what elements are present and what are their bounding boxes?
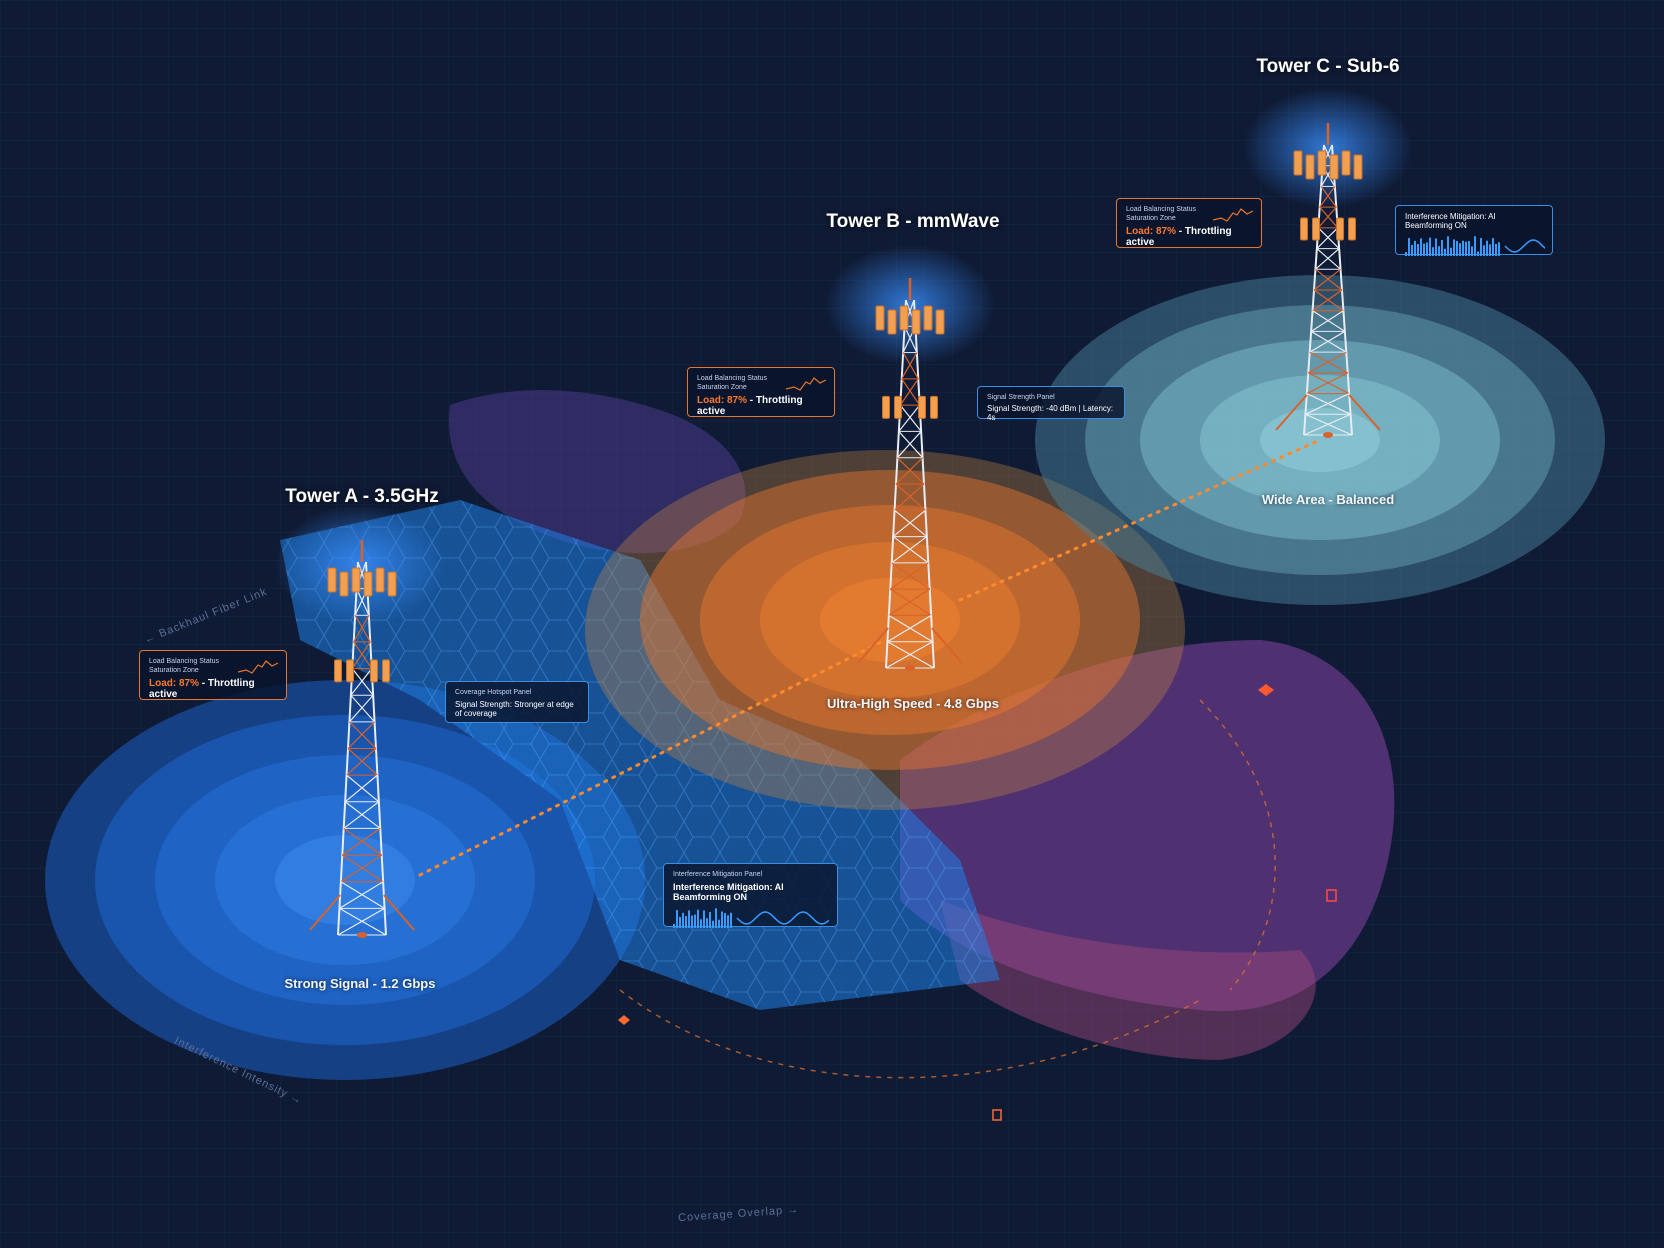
tower-a-coverage-zone [45, 680, 645, 1080]
load-status: - Throttling active [149, 678, 255, 700]
tower-b-load-panel: Load Balancing Status Saturation Zone Lo… [687, 367, 835, 417]
marker-icon [992, 1109, 1002, 1121]
interference-status-text: Interference Mitigation: AI Beamforming … [673, 882, 784, 902]
tower-a-load-panel: Load Balancing Status Saturation Zone Lo… [139, 650, 287, 700]
load-sparkline-icon [1213, 208, 1253, 222]
purple-region-north [448, 390, 746, 554]
load-status-text: Load: 87% - Throttling active [1126, 226, 1252, 248]
tower-b-zone-label: Ultra-High Speed - 4.8 Gbps [827, 696, 999, 711]
signal-strength-text: Signal Strength: Stronger at edge of cov… [455, 700, 574, 718]
backhaul-link-a-b [418, 638, 887, 877]
panel-subheading: Saturation Zone [697, 384, 747, 391]
purple-region-east [900, 640, 1395, 1012]
load-status: - Throttling active [697, 395, 803, 417]
load-sparkline-icon [786, 377, 826, 391]
interference-waveform-icon [673, 908, 829, 928]
tower-a-signal-panel: Coverage Hotspot Panel Signal Strength: … [445, 681, 589, 723]
signal-strength-text: Signal Strength: -40 dBm | Latency: 4s [987, 404, 1114, 422]
panel-heading: Coverage Hotspot Panel [455, 689, 532, 696]
tower-b-coverage-zone [585, 450, 1185, 810]
panel-heading: Interference Mitigation Panel [673, 871, 763, 878]
backhaul-link-b-c [958, 438, 1322, 602]
panel-heading: Load Balancing Status [697, 375, 768, 382]
tower-c-interference-panel: Interference Mitigation: AI Beamforming … [1395, 205, 1553, 256]
marker-icon [1258, 684, 1274, 696]
interference-waveform-icon [1405, 236, 1545, 256]
center-interference-panel: Interference Mitigation Panel Interferen… [663, 863, 838, 928]
panel-heading: Signal Strength Panel [987, 394, 1055, 401]
panel-subheading: Saturation Zone [1126, 215, 1176, 222]
tower-b-title: Tower B - mmWave [826, 211, 1000, 232]
load-value: Load: 87% [149, 678, 200, 689]
tower-b-mast-icon [857, 278, 963, 671]
tower-b-signal-panel: Signal Strength Panel Signal Strength: -… [977, 386, 1125, 422]
tower-a-mast-icon [309, 540, 415, 938]
panel-heading: Load Balancing Status [1126, 206, 1197, 213]
load-value: Load: 87% [697, 395, 748, 406]
tower-a-zone-label: Strong Signal - 1.2 Gbps [284, 976, 436, 991]
tower-c-load-panel: Load Balancing Status Saturation Zone Lo… [1116, 198, 1262, 248]
marker-icon [618, 1015, 630, 1025]
tower-c-title: Tower C - Sub-6 [1256, 56, 1400, 77]
marker-icon [1326, 889, 1337, 902]
tower-c-coverage-zone [1035, 275, 1605, 605]
panel-heading: Load Balancing Status [149, 658, 220, 665]
load-status-text: Load: 87% - Throttling active [149, 678, 277, 700]
load-sparkline-icon [238, 660, 278, 674]
load-value: Load: 87% [1126, 226, 1177, 237]
load-status-text: Load: 87% - Throttling active [697, 395, 825, 417]
purple-region-south [940, 900, 1316, 1060]
panel-subheading: Saturation Zone [149, 667, 199, 674]
tower-c-zone-label: Wide Area - Balanced [1261, 492, 1395, 507]
tower-a-title: Tower A - 3.5GHz [285, 486, 439, 507]
load-status: - Throttling active [1126, 226, 1232, 248]
interference-status-text: Interference Mitigation: AI Beamforming … [1405, 212, 1496, 230]
tower-c-mast-icon [1275, 123, 1381, 438]
